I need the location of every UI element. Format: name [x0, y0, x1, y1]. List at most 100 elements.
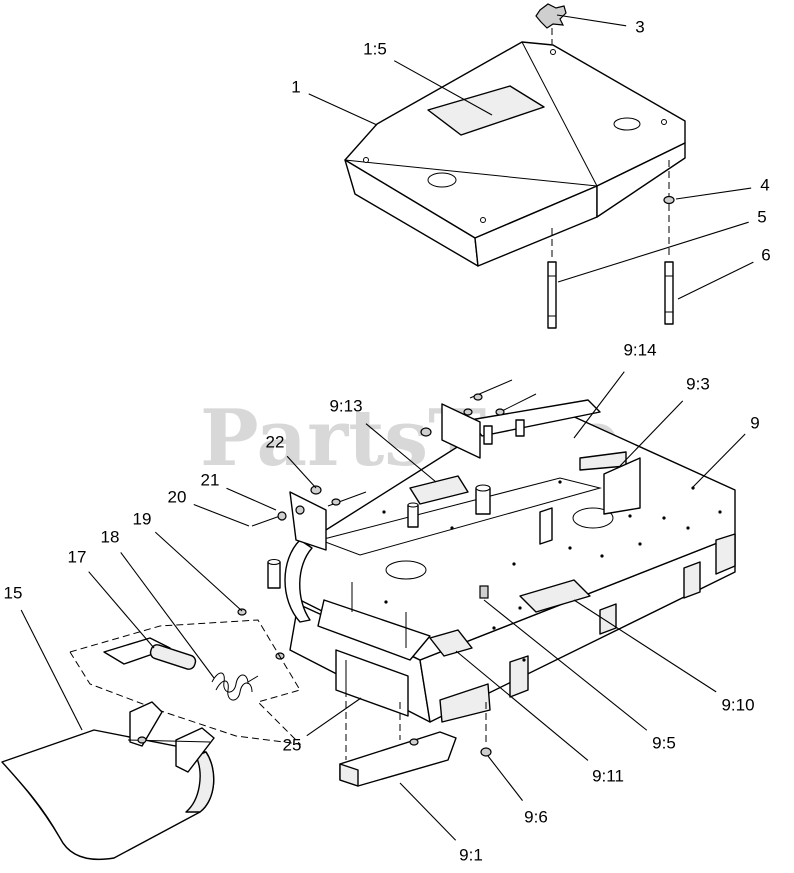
- deck-post-1: [407, 504, 419, 528]
- callout-9-5: 9:5: [483, 599, 676, 752]
- callout-label-9-1: 9:1: [459, 845, 483, 864]
- callout-leader-25: [306, 697, 362, 737]
- cover-right-face: [596, 142, 686, 218]
- callout-leader-21: [226, 487, 277, 511]
- callout-label-21: 21: [201, 470, 220, 489]
- rear-bracket: [441, 403, 481, 459]
- bottom-bracket-part-9-1: [339, 731, 457, 787]
- callout-label-9: 9: [750, 413, 759, 432]
- decal-9-13: [409, 475, 469, 505]
- callout-label-17: 17: [68, 547, 87, 566]
- callout-6: 6: [677, 245, 771, 300]
- deck-hole-right: [572, 507, 614, 529]
- top-cover-assembly: [344, 41, 686, 267]
- deflector-part-15: [1, 701, 215, 861]
- callout-9-10: 9:10: [573, 599, 755, 714]
- callout-leader-9: [692, 433, 746, 488]
- callout-9-1: 9:1: [399, 782, 483, 864]
- deck-front-bracket: [317, 599, 431, 661]
- callout-label-9-5: 9:5: [652, 733, 676, 752]
- decal-9-10: [519, 579, 591, 613]
- deflector-mount-assembly: [69, 619, 302, 745]
- callout-5: 5: [557, 207, 767, 283]
- callout-25: 25: [283, 697, 362, 754]
- spring-part-18: [211, 672, 249, 693]
- cover-hole-left: [427, 172, 457, 188]
- callout-20: 20: [168, 487, 250, 527]
- callout-1: 1: [291, 77, 378, 126]
- callout-17: 17: [68, 547, 155, 649]
- callout-9-6: 9:6: [487, 755, 548, 826]
- callout-layer: 3 1:5 1 4 5 6 9:14 9:3 9 9:13 22 21 20 19 18 17 15 9:10 9:…: [4, 14, 771, 864]
- callout-3: 3: [556, 14, 645, 36]
- callout-label-19: 19: [133, 509, 152, 528]
- callout-label-5: 5: [757, 207, 766, 226]
- callout-leader-1-5: [393, 60, 493, 116]
- callout-leader-9-10: [573, 599, 717, 693]
- callout-leader-19: [154, 531, 243, 612]
- callout-label-9-6: 9:6: [524, 807, 548, 826]
- callout-label-1: 1: [291, 77, 300, 96]
- callout-label-18: 18: [101, 527, 120, 546]
- deck-left-guard: [284, 539, 313, 623]
- callout-22: 22: [266, 432, 317, 489]
- callout-leader-9-14: [573, 371, 625, 439]
- side-bracket: [289, 491, 327, 551]
- stud-part-6: [664, 261, 674, 325]
- callout-leader-20: [193, 504, 250, 527]
- callout-9-13: 9:13: [329, 396, 437, 483]
- callout-leader-9-13: [365, 423, 437, 483]
- callout-leader-9-3: [619, 400, 684, 467]
- callout-label-9-13: 9:13: [329, 396, 362, 415]
- deflector-hinge-left: [129, 701, 163, 747]
- side-post: [267, 561, 281, 589]
- callout-9-3: 9:3: [619, 374, 710, 467]
- stud-part-5: [547, 261, 557, 329]
- callout-19: 19: [133, 509, 243, 612]
- rear-bolts: [420, 379, 537, 459]
- callout-9: 9: [692, 413, 760, 488]
- deflector-hinge-right: [175, 727, 215, 773]
- callout-leader-3: [556, 14, 627, 27]
- callout-4: 4: [675, 175, 770, 200]
- hardware-4-5-6: [547, 160, 675, 329]
- callout-9-14: 9:14: [573, 340, 657, 439]
- callout-leader-6: [677, 261, 754, 300]
- knob-part-3: [535, 3, 567, 44]
- callout-leader-4: [675, 187, 752, 200]
- deck-hole-left: [385, 560, 427, 580]
- callout-leader-17: [88, 571, 155, 649]
- callout-leader-5: [557, 221, 749, 283]
- callout-label-20: 20: [168, 487, 187, 506]
- callout-label-22: 22: [266, 432, 285, 451]
- deck-upright-plate: [603, 457, 641, 515]
- callout-1-5: 1:5: [363, 39, 493, 116]
- callout-label-25: 25: [283, 735, 302, 754]
- decal-9-11: [429, 629, 473, 657]
- callout-leader-9-5: [483, 599, 648, 731]
- callout-18: 18: [101, 527, 215, 679]
- deck-post-2: [475, 487, 491, 515]
- callout-21: 21: [201, 470, 277, 511]
- callout-label-9-11: 9:11: [592, 766, 624, 785]
- callout-leader-1: [308, 93, 378, 126]
- callout-label-3: 3: [635, 17, 644, 36]
- callout-leader-9-1: [399, 782, 457, 841]
- callout-15: 15: [4, 583, 83, 731]
- nut-part-9-6: [480, 747, 492, 757]
- callout-label-1-5: 1:5: [363, 39, 387, 58]
- callout-leader-15: [20, 609, 83, 731]
- callout-leader-18: [120, 552, 215, 679]
- bolt-part-9-5: [479, 585, 489, 599]
- callout-label-9-10: 9:10: [721, 695, 754, 714]
- callout-leader-9-6: [487, 755, 523, 801]
- side-bracket-hardware: [237, 485, 367, 660]
- deck-front-skirt-1: [439, 683, 491, 723]
- mount-plate-part-25: [335, 649, 409, 760]
- callout-9-11: 9:11: [455, 650, 624, 785]
- callout-label-15: 15: [4, 583, 23, 602]
- cover-hole-right: [613, 117, 641, 131]
- rod-part-17: [149, 644, 197, 670]
- callout-label-9-14: 9:14: [623, 340, 656, 359]
